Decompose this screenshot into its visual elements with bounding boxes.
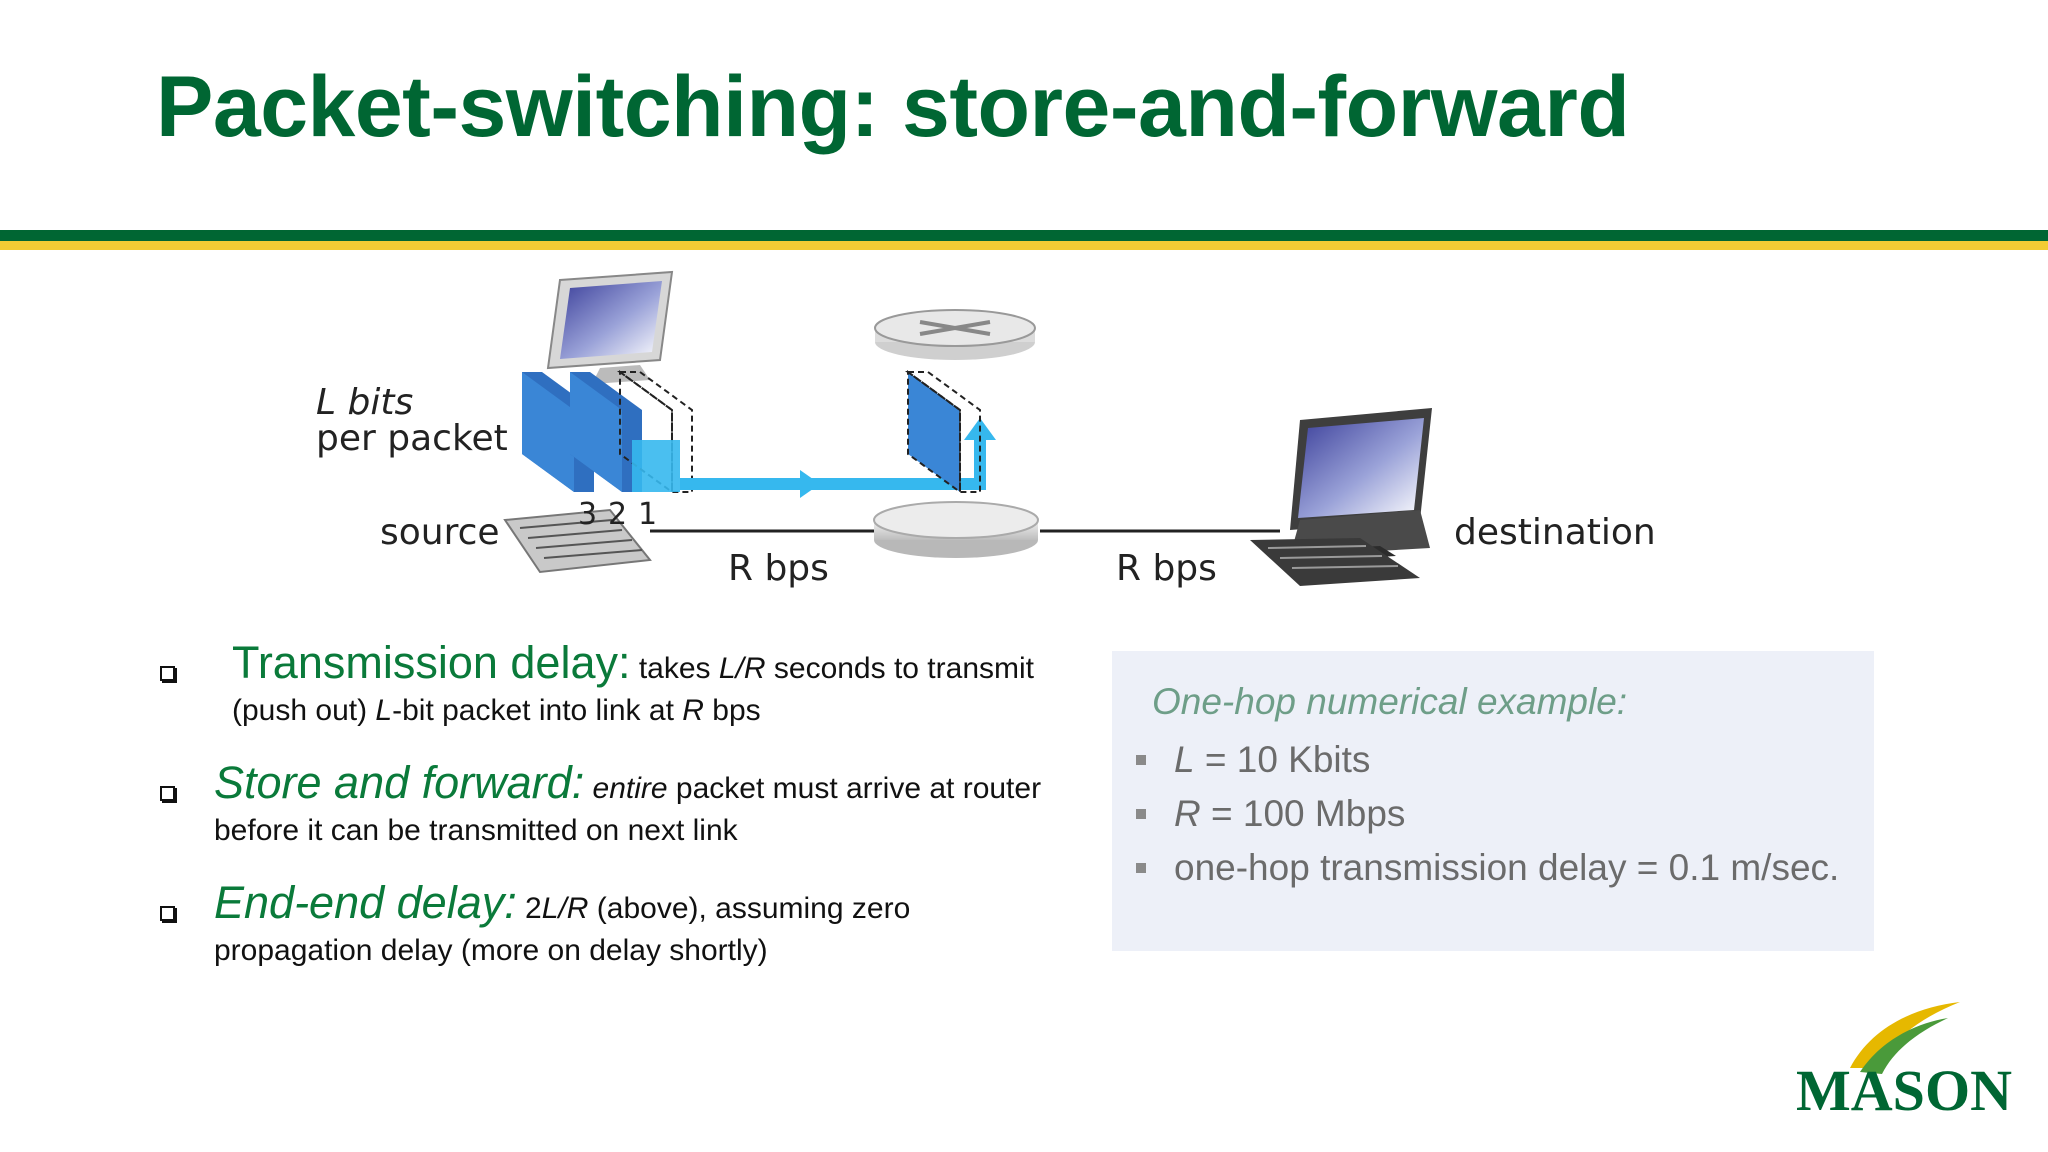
- bullet-end-end-delay: End-end delay: 2L/R (above), assuming ze…: [156, 880, 1056, 972]
- link1-rate-label: R bps: [728, 548, 829, 589]
- logo-text: MASON: [1796, 1058, 2012, 1120]
- source-label: source: [380, 512, 500, 553]
- router-packet-buffer: [904, 370, 981, 494]
- example-item-l: L = 10 Kbits: [1132, 733, 1839, 787]
- term-transmission-delay: Transmission delay:: [232, 637, 631, 688]
- l-bits-label-line1: L bits: [316, 382, 413, 423]
- packet-number-1: 1: [638, 497, 657, 532]
- term-end-end-delay: End-end delay:: [214, 877, 517, 928]
- logo-green-swoosh: [1860, 1018, 1948, 1074]
- link2-rate-label: R bps: [1116, 548, 1217, 589]
- term-store-and-forward: Store and forward:: [214, 757, 585, 808]
- hollow-square-bullet-icon: [160, 666, 175, 681]
- slide-title: Packet-switching: store-and-forward: [156, 59, 1630, 155]
- destination-label: destination: [1454, 512, 1656, 553]
- mason-logo: MASON: [1796, 1002, 2012, 1120]
- square-bullet-icon: [1136, 755, 1146, 765]
- network-diagram: L bits per packet 3 2 1 source R bps R b…: [316, 270, 1656, 589]
- square-bullet-icon: [1136, 809, 1146, 819]
- example-list: L = 10 Kbits R = 100 Mbps one-hop transm…: [1132, 733, 1839, 895]
- hollow-square-bullet-icon: [160, 906, 175, 921]
- square-bullet-icon: [1136, 863, 1146, 873]
- router-icon-top: [874, 309, 1036, 360]
- header-rule-gold: [0, 241, 2048, 250]
- source-computer-icon: [503, 270, 674, 574]
- example-box: One-hop numerical example: L = 10 Kbits …: [1112, 651, 1874, 951]
- hollow-square-bullet-icon: [160, 786, 175, 801]
- example-heading: One-hop numerical example:: [1152, 681, 1628, 722]
- transit-arrow: [800, 470, 820, 498]
- example-item-r: R = 100 Mbps: [1132, 787, 1839, 841]
- destination-computer-icon: [1250, 408, 1432, 586]
- router-icon: [873, 501, 1039, 558]
- source-packet-queue: [522, 370, 693, 494]
- packet-number-3: 3: [578, 497, 597, 532]
- l-bits-label-line2: per packet: [316, 418, 508, 459]
- example-item-delay: one-hop transmission delay = 0.1 m/sec.: [1132, 841, 1839, 895]
- bullet-transmission-delay: Transmission delay: takes L/R seconds to…: [156, 640, 1056, 732]
- packet-number-2: 2: [608, 497, 627, 532]
- bullet-store-and-forward: Store and forward: entire packet must ar…: [156, 760, 1056, 852]
- bullet-list: Transmission delay: takes L/R seconds to…: [156, 640, 1056, 1002]
- header-rule-green: [0, 230, 2048, 241]
